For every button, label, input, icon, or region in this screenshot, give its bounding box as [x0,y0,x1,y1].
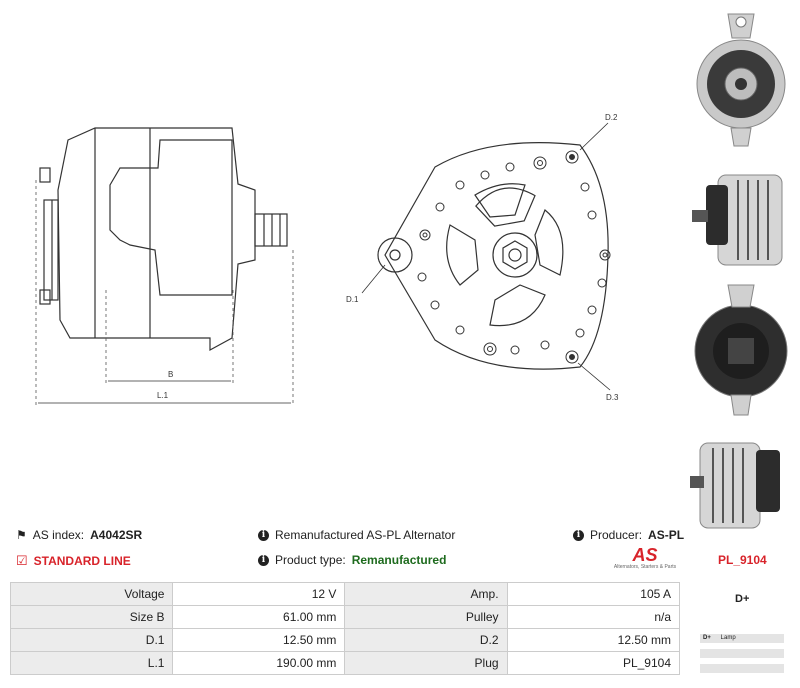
spec-label: Pulley [344,605,508,629]
table-row: D.1 12.50 mm D.2 12.50 mm [9,628,681,652]
product-type-value: Remanufactured [351,553,447,567]
specs-table: Voltage 12 V Amp. 105 A Size B 61.00 mm … [9,582,681,675]
b-label: B [168,370,173,379]
table-row: Size B 61.00 mm Pulley n/a [9,605,681,629]
as-index-value: A4042SR [90,528,143,542]
spec-label: Voltage [9,582,174,606]
standard-line-label: STANDARD LINE [33,554,131,568]
connector-row: D+ Lamp [700,634,784,643]
as-index-row: ⚑ AS index: A4042SR [16,528,142,542]
logo-tagline: Alternators, Starters & Parts [613,564,677,570]
product-type-label: Product type: [275,553,346,567]
connector-pin: D+ [703,635,711,641]
info-icon: i [258,554,269,566]
connector-title: D+ [735,593,750,605]
spec-label: L.1 [9,651,174,675]
plug-code: PL_9104 [718,553,767,567]
spec-value: 105 A [506,582,681,606]
spec-label: Amp. [344,582,508,606]
producer-label: Producer: [590,528,643,542]
side-view-drawing: B L.1 [35,127,294,405]
connector-row [700,649,784,658]
spec-value: 12 V [172,582,346,606]
spec-value: 12.50 mm [172,628,346,652]
spec-value: n/a [506,605,681,629]
spec-label: D.2 [344,628,508,652]
info-icon: i [573,529,584,541]
d3-label: D.3 [606,393,619,402]
producer-value: AS-PL [648,528,685,542]
spec-value: 12.50 mm [506,628,681,652]
producer-row: i Producer: AS-PL [573,528,684,542]
connector-row [700,664,784,673]
connector-name: Lamp [720,635,736,641]
table-row: L.1 190.00 mm Plug PL_9104 [9,651,681,675]
product-type-row: i Product type: Remanufactured [258,553,446,567]
front-view-drawing: D.2 D.3 D.1 [346,113,619,402]
as-pl-logo: AS Alternators, Starters & Parts [612,546,678,576]
spec-label: Size B [9,605,174,629]
spec-label: Plug [344,651,508,675]
spec-label: D.1 [9,628,174,652]
d1-label: D.1 [346,295,359,304]
alternator-rear-photo[interactable] [688,283,794,418]
as-index-label: AS index: [32,528,85,542]
info-icon: i [258,529,269,541]
alternator-side2-photo[interactable] [688,428,794,538]
logo-mark: AS [632,545,658,565]
description-row: i Remanufactured AS-PL Alternator [258,528,455,542]
spec-value: PL_9104 [506,651,681,675]
l1-label: L.1 [157,391,169,400]
tag-icon: ⚑ [16,528,27,542]
alternator-side-photo[interactable] [688,160,794,280]
d2-label: D.2 [605,113,618,122]
spec-value: 190.00 mm [172,651,346,675]
spec-value: 61.00 mm [172,605,346,629]
alternator-front-photo[interactable] [688,8,794,148]
table-row: Voltage 12 V Amp. 105 A [9,582,681,606]
checkbox-icon: ☑ [16,553,28,568]
product-description: Remanufactured AS-PL Alternator [275,528,456,542]
standard-line-row: ☑ STANDARD LINE [16,553,131,569]
